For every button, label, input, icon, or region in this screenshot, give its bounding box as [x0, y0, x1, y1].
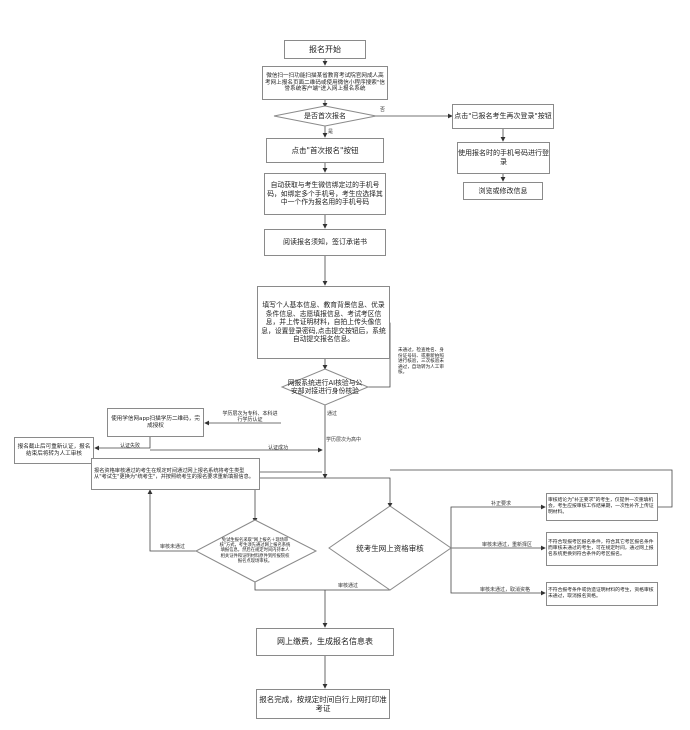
label-no: 否	[380, 107, 386, 113]
label-highschool: 学历层次为高中	[326, 437, 362, 443]
fill-info-node: 填写个人基本信息、教育背景信息、优录条件信息、志愿填报信息、考试考区信息，并上传…	[257, 286, 390, 359]
pay-node: 网上缴费，生成报名信息表	[256, 628, 394, 656]
review-pass-node: 报名资格审核通过的考生在规定时间通过网上报名系统将考生类型从"考试生"更换为"统…	[91, 458, 260, 490]
qual-review-text: 统考生网上资格审核	[356, 543, 424, 553]
cancel-node: 不符合报考条件或伪造证明材料的考生，资格审核未通过，取消报名资格。	[546, 582, 658, 606]
label-cancel: 审核未通过，取消资格	[480, 587, 531, 593]
label-cert-ok: 认证成功	[268, 445, 289, 451]
xuexin-scan-node: 使用学信网app扫描学历二维码，完成授权	[107, 408, 204, 437]
label-review-fail-left: 审核未通过	[160, 544, 186, 550]
scan-node: 微信扫一扫功能扫描某省教育考试院官网成人高考网上报名页面二维码或使用微信小程序搜…	[262, 66, 388, 100]
label-review-pass: 审核通过	[338, 583, 359, 589]
supplement-node: 审核结论为"补正要求"的考生，仅提供一次重填机会，考生应按审核工作结果期，一次性…	[546, 493, 658, 521]
first-time-diamond	[273, 105, 377, 127]
read-notice-node: 阅读报名须知，签订承诺书	[264, 229, 386, 256]
exempt-text: 免试生报名采取"网上报名＋现场审核"方式，考生须先通过网上报名系统填报信息，然后…	[219, 538, 291, 564]
first-time-question: 是否首次报名	[304, 111, 346, 120]
exempt-diamond-shape	[194, 519, 318, 583]
label-yes: 是	[328, 129, 334, 135]
browse-node: 浏览或修改信息	[463, 182, 543, 200]
label-supplement: 补正要求	[491, 501, 512, 507]
start-node: 报名开始	[284, 40, 366, 59]
ai-verify-diamond	[280, 368, 370, 406]
relogin-node: 点击"已报名考生再次登录"按钮	[452, 104, 554, 129]
fail-note: 未通过，检查姓名、身份证号码、或重新拍照进行核验，三次核验未通过，自动转为人工审…	[398, 348, 444, 375]
cert-fail-node: 报名截止后可重新认证，报名结束后将转为人工审核	[14, 437, 94, 464]
login-phone-node: 使用报名时的手机号码进行登录	[457, 142, 550, 174]
auto-phone-node: 自动获取与考生微信绑定过的手机号码，如绑定多个手机号，考生应选择其中一个作为报名…	[264, 173, 386, 215]
label-degree: 学历层次为专科、本科进行学历认证	[222, 411, 278, 423]
label-cert-fail: 认证失败	[120, 443, 141, 449]
wrong-area-node: 不符合现报考区报名条件，符合其它考区报名条件而审核未通过的考生，可在规定时间，通…	[546, 532, 658, 566]
ai-verify-text: 网报系统进行AI核验与公安部对接进行身份核验	[287, 378, 363, 395]
finish-node: 报名完成，按规定时间自行上网打印准考证	[256, 689, 390, 719]
label-pass: 通过	[327, 411, 338, 417]
first-register-button-node: 点击"首次报名"按钮	[266, 138, 384, 163]
label-wrong-area: 审核未通过，重新择区	[482, 542, 533, 548]
qual-review-diamond	[328, 505, 452, 591]
